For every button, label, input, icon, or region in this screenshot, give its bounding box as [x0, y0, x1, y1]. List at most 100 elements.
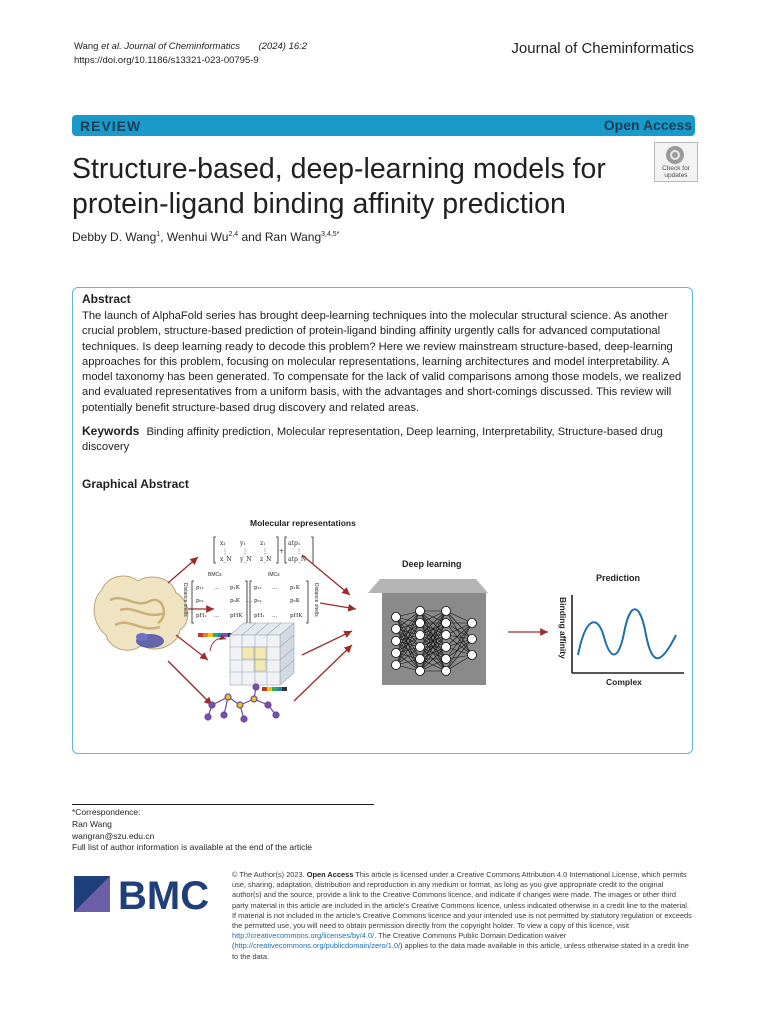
- cc-zero-link[interactable]: http://creativecommons.org/publicdomain/…: [234, 941, 401, 951]
- article-type-label: REVIEW: [80, 118, 142, 134]
- nn-node: [415, 630, 425, 640]
- nn-edge: [419, 622, 447, 672]
- nn-node: [391, 636, 401, 646]
- svg-text:IMCs: IMCs: [268, 572, 280, 578]
- svg-text:p₁₁: p₁₁: [254, 585, 262, 591]
- voxel-grid: [229, 622, 295, 686]
- nn-node: [467, 634, 477, 644]
- svg-text:p₆₁: p₆₁: [254, 598, 262, 604]
- bmc-logo-text: BMC: [118, 874, 209, 914]
- open-access-label: Open Access: [603, 117, 692, 133]
- svg-text:p₁K: p₁K: [230, 585, 241, 591]
- svg-text:x_N: x_N: [220, 556, 232, 563]
- correspondence-email[interactable]: wangran@szu.edu.cn: [72, 830, 155, 841]
- nn-node: [415, 654, 425, 664]
- nn-node: [441, 642, 451, 652]
- bmc-logo: BMC: [74, 874, 209, 914]
- svg-text:p₁₁: p₁₁: [196, 585, 204, 591]
- svg-text:…: …: [272, 613, 278, 619]
- svg-text:…: …: [272, 585, 278, 591]
- nn-edge: [445, 654, 473, 672]
- nn-node: [391, 612, 401, 622]
- protein-structure-image: [93, 575, 189, 651]
- nn-edge: [445, 622, 473, 640]
- svg-text:⋮: ⋮: [296, 548, 302, 555]
- svg-text:pH₁: pH₁: [254, 613, 265, 619]
- keywords: Keywords Binding affinity prediction, Mo…: [82, 424, 688, 456]
- nn-edge: [395, 610, 421, 642]
- neural-network-box: [368, 579, 488, 685]
- author-affiliation: 1: [156, 231, 161, 238]
- license-open-access: Open Access: [306, 870, 354, 879]
- svg-text:⋮: ⋮: [222, 548, 228, 555]
- nn-node: [441, 630, 451, 640]
- abstract-heading: Abstract: [82, 292, 131, 306]
- doi-link[interactable]: https://doi.org/10.1186/s13321-023-00795…: [74, 55, 259, 66]
- svg-text:pHK: pHK: [290, 613, 303, 619]
- svg-text:⋮: ⋮: [242, 548, 248, 555]
- nn-edge: [395, 610, 421, 630]
- nn-edge: [395, 622, 421, 666]
- nn-edge: [419, 610, 447, 648]
- nn-edge: [419, 646, 447, 672]
- svg-text:z_N: z_N: [260, 556, 271, 563]
- svg-text:y_N: y_N: [239, 556, 252, 563]
- svg-text:…: …: [214, 613, 220, 619]
- svg-text:…: …: [247, 598, 253, 604]
- nn-node: [415, 642, 425, 652]
- svg-text:p₆₁: p₆₁: [196, 598, 204, 604]
- graphical-abstract-figure: Molecular representations x₁ y₁ z₁ ⋮⋮⋮ x…: [93, 518, 684, 723]
- keywords-text: Binding affinity prediction, Molecular r…: [82, 426, 663, 454]
- deep-learning-title: Deep learning: [402, 559, 462, 569]
- nn-edge: [419, 610, 447, 636]
- nn-node: [467, 650, 477, 660]
- svg-text:p₁K: p₁K: [290, 585, 301, 591]
- nn-edge: [445, 622, 473, 648]
- svg-text:p₆K: p₆K: [230, 598, 241, 604]
- article-title: Structure-based, deep-learning models fo…: [72, 153, 606, 220]
- nn-edge: [445, 622, 473, 660]
- keywords-label: Keywords: [82, 424, 140, 438]
- header-etal: et al.: [101, 41, 122, 52]
- journal-name: Journal of Cheminformatics: [511, 40, 694, 57]
- feature-color-bar: [198, 633, 233, 637]
- graphical-abstract-heading: Graphical Abstract: [82, 477, 189, 491]
- svg-text:y₁: y₁: [239, 540, 246, 547]
- nn-node: [391, 624, 401, 634]
- nn-edge: [419, 610, 447, 660]
- abstract-box: [72, 287, 693, 754]
- check-for-updates-button[interactable]: Check for updates: [654, 142, 698, 182]
- svg-text:…: …: [214, 585, 220, 591]
- check-updates-text: Check for updates: [662, 165, 690, 179]
- prediction-title: Prediction: [596, 573, 640, 583]
- molecular-graph: [204, 683, 280, 723]
- author-name[interactable]: Debby D. Wang: [72, 230, 157, 244]
- nn-edge: [395, 610, 421, 666]
- nn-node: [415, 618, 425, 628]
- svg-text:BMCs: BMCs: [208, 572, 222, 578]
- prediction-plot: Binding affinity Complex: [558, 595, 684, 687]
- neural-network-diagram: [391, 606, 477, 676]
- svg-text:x₁: x₁: [220, 540, 226, 547]
- svg-text:pHK: pHK: [230, 613, 243, 619]
- nn-node: [441, 666, 451, 676]
- nn-node: [467, 618, 477, 628]
- license-text: © The Author(s) 2023. Open Access This a…: [232, 870, 692, 961]
- nn-node: [441, 654, 451, 664]
- nn-node: [415, 606, 425, 616]
- nn-node: [415, 666, 425, 676]
- svg-text:⋮: ⋮: [262, 548, 268, 555]
- nn-edge: [445, 622, 473, 656]
- footnote-rule: [72, 804, 374, 805]
- nn-edge: [395, 610, 421, 654]
- svg-text:atp₁: atp₁: [288, 540, 300, 547]
- author-name[interactable]: Wenhui Wu: [166, 230, 229, 244]
- correspondence-label: *Correspondence:: [72, 807, 141, 817]
- abstract-text: The launch of AlphaFold series has broug…: [82, 310, 682, 414]
- author-name[interactable]: Ran Wang: [264, 230, 322, 244]
- author-affiliation: 3,4,5*: [321, 231, 340, 238]
- cc-license-link[interactable]: http://creativecommons.org/licenses/by/4…: [232, 931, 375, 941]
- svg-text:z₁: z₁: [260, 540, 266, 547]
- svg-text:+: +: [279, 548, 284, 555]
- nn-edge: [445, 610, 473, 640]
